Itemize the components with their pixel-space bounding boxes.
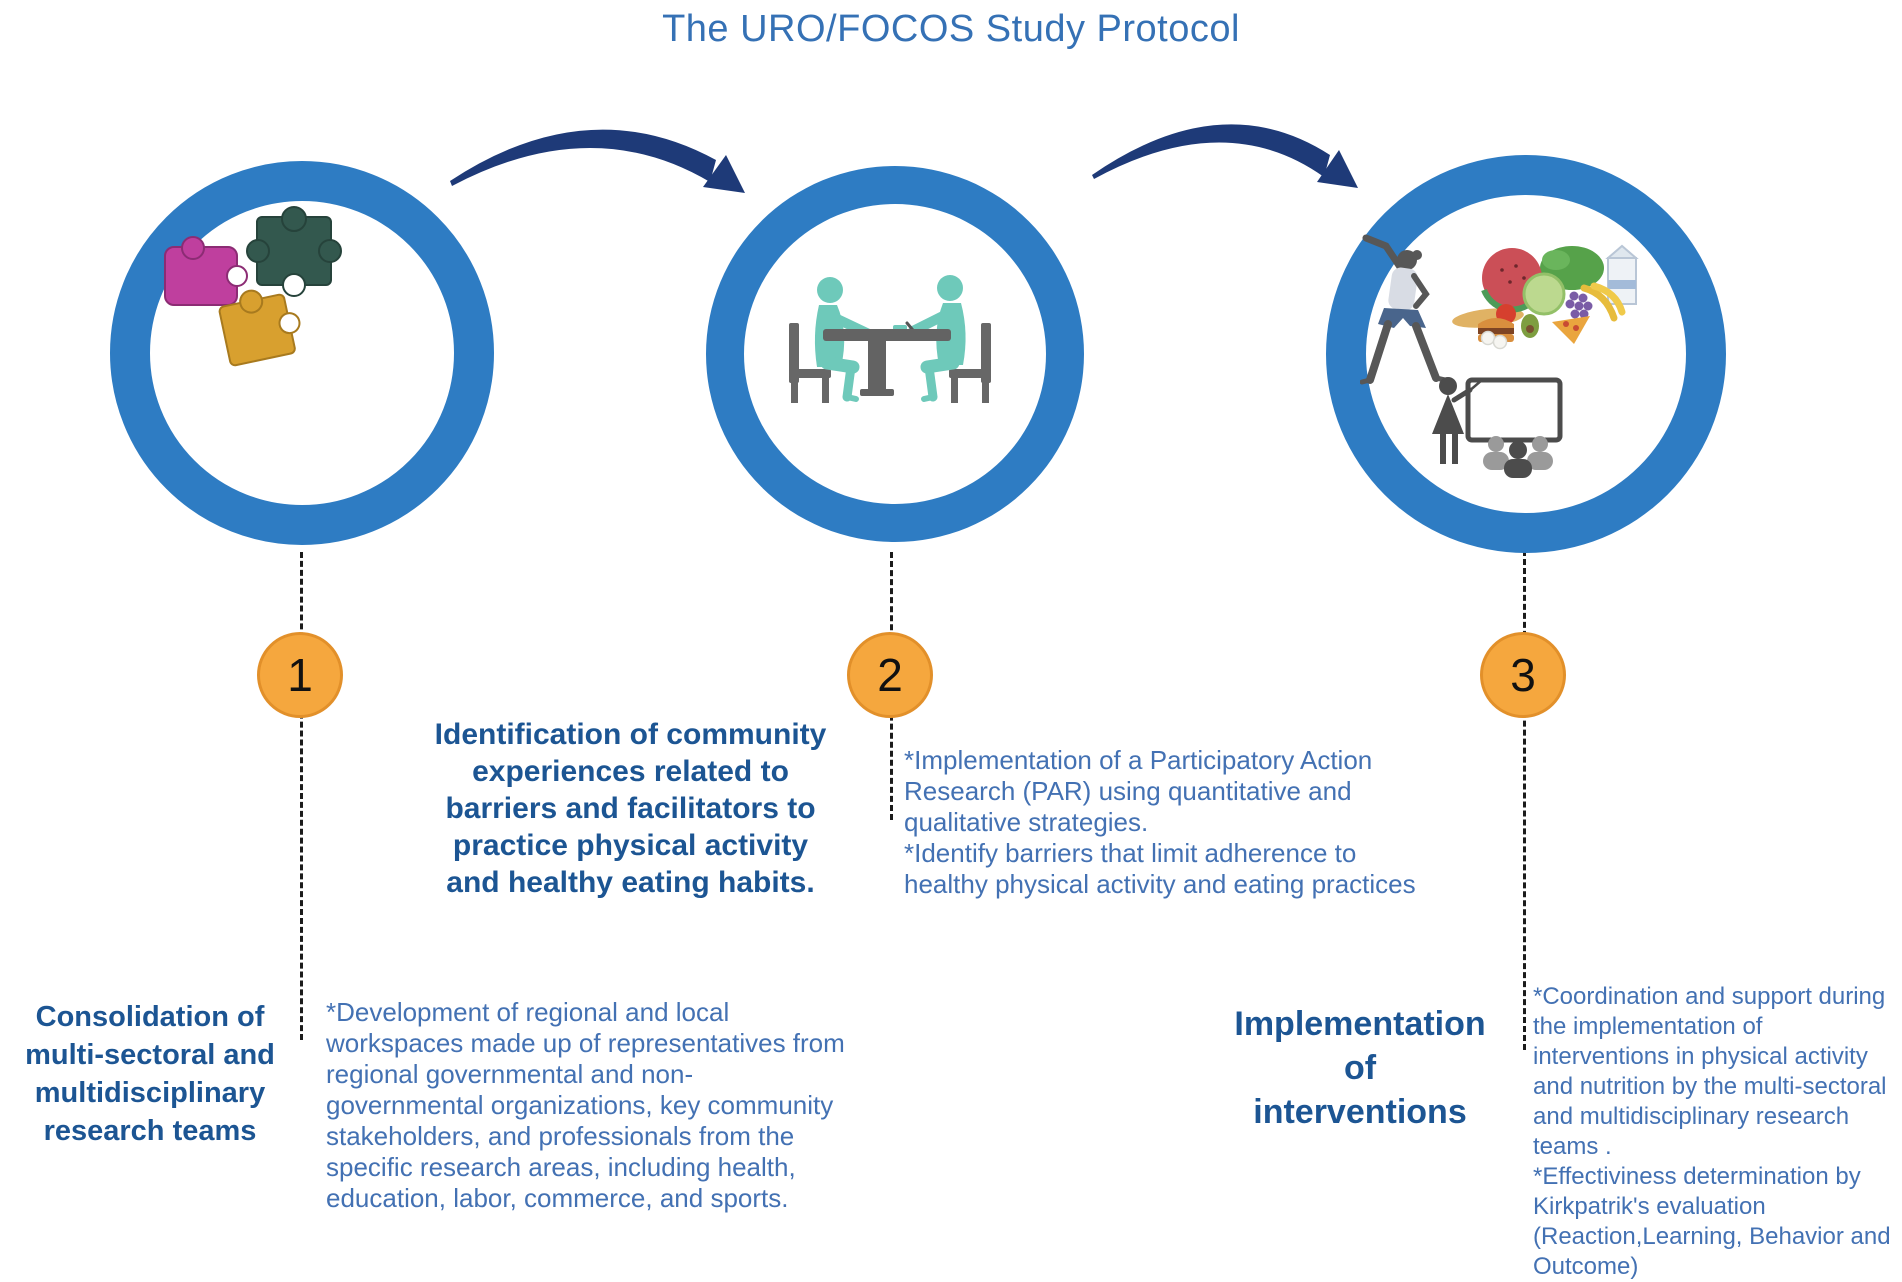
stage-3-number-badge: 3 [1480,632,1566,718]
stage-2-number-badge: 2 [847,632,933,718]
stage-2-details: *Implementation of a Participatory Actio… [904,745,1416,899]
table-icon [823,329,951,396]
exercise-nutrition-education-icon [1360,234,1639,478]
puzzle-piece-green [246,206,342,297]
exercising-woman-icon [1360,234,1448,385]
healthy-food-icon [1452,244,1639,350]
chair-left-icon [789,323,831,403]
stage-3-heading: Implementation of interventions [1234,1005,1486,1131]
stage-2-heading: Identification of community experiences … [434,718,827,899]
teaching-session-icon [1432,377,1563,478]
stage-1-details: *Development of regional and local works… [326,997,845,1213]
stage-1-number: 1 [287,649,313,701]
audience-icon [1483,436,1553,478]
stage-1-dashed-line [300,552,303,1040]
teacher-icon [1432,377,1484,464]
arrow-stage1-to-stage2-icon [450,129,745,193]
stage-3-number: 3 [1510,649,1536,701]
stage-3-dashed-line [1523,550,1526,1050]
puzzle-pieces-icon [164,206,342,367]
stage-1-heading: Consolidation of multi-sectoral and mult… [25,1001,275,1147]
stage-1-number-badge: 1 [257,632,343,718]
arrow-stage2-to-stage3-icon [1092,124,1358,188]
chair-right-icon [949,323,991,403]
community-interview-icon [789,275,991,403]
puzzle-piece-gold [218,289,301,367]
page-title: The URO/FOCOS Study Protocol [662,8,1240,50]
puzzle-piece-magenta [164,236,248,306]
whiteboard-icon [1465,377,1563,443]
stage-2-number: 2 [877,649,903,701]
stage-3-details: *Coordination and support during the imp… [1533,983,1891,1280]
